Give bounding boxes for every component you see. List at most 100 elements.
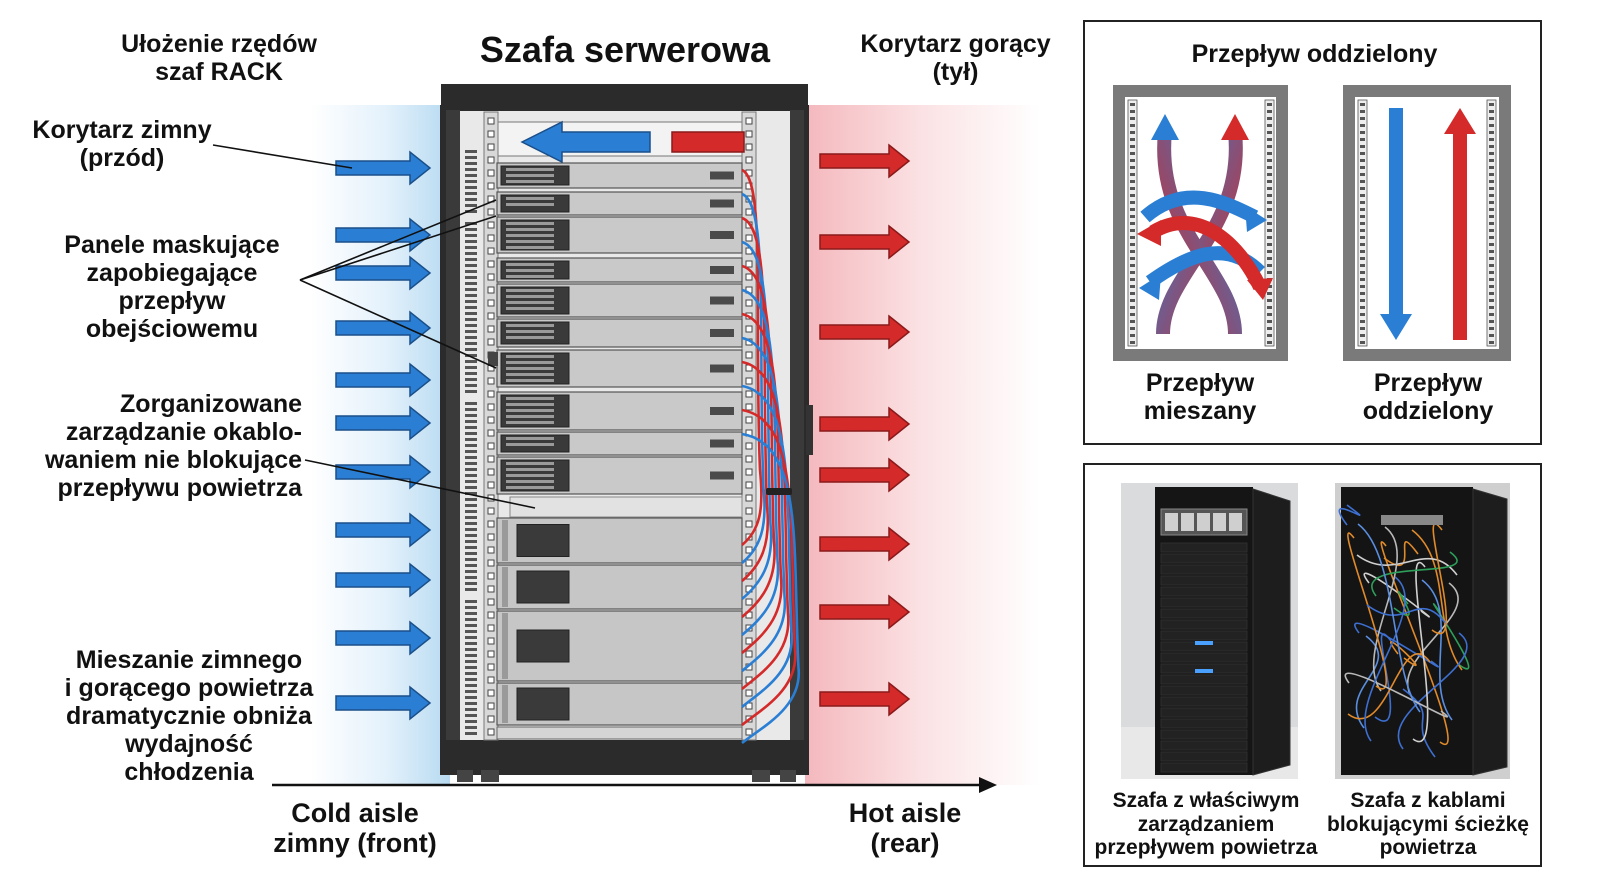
front-vent-slot xyxy=(465,210,477,213)
messy-cable xyxy=(1421,579,1453,721)
rail-hole xyxy=(487,182,495,190)
front-vent-slot xyxy=(465,348,477,351)
front-vent-slot xyxy=(465,174,477,177)
drive-slot xyxy=(506,269,554,272)
mixed-rack-rails xyxy=(1127,99,1275,347)
pointer-blanking-3 xyxy=(299,279,497,369)
front-vent-slot xyxy=(465,240,477,243)
good-rack-caption: Szafa z właściwym zarządzaniem przepływe… xyxy=(1094,789,1318,860)
front-vent-slot xyxy=(465,306,477,309)
mini-rail-hole xyxy=(1267,313,1272,316)
drive-slot xyxy=(506,336,554,339)
mini-rail-hole xyxy=(1360,194,1365,197)
rack-foot-left2 xyxy=(481,770,499,782)
rear-cable xyxy=(741,360,790,690)
front-vent-slot xyxy=(465,336,477,339)
front-vent-slot xyxy=(465,426,477,429)
mini-rail-hole xyxy=(1267,222,1272,225)
photo-blank-panel xyxy=(1160,762,1248,773)
front-vent-slot xyxy=(465,702,477,705)
rack-left-post xyxy=(446,110,460,770)
mixed-head-6 xyxy=(1137,220,1161,246)
mini-rail-hole xyxy=(1130,264,1135,267)
airflow-comparison-panel: Przepływ oddzielony xyxy=(1083,20,1542,445)
page-title: Szafa serwerowa xyxy=(479,29,771,70)
rack-photos xyxy=(1121,483,1510,779)
internal-hot-bar xyxy=(671,131,745,153)
mixed-arrow-2 xyxy=(1157,131,1242,335)
mini-rail-hole xyxy=(1130,194,1135,197)
rail-hole xyxy=(745,481,753,489)
rail-hole xyxy=(487,169,495,177)
rear-cable xyxy=(741,408,797,726)
photo-blank-panel xyxy=(1160,674,1248,685)
drive-slot xyxy=(506,468,554,471)
front-vent-slot xyxy=(465,588,477,591)
front-vent-slot xyxy=(465,570,477,573)
hot-air-arrow xyxy=(819,143,911,179)
mini-rail-hole xyxy=(1130,243,1135,246)
hot-air-arrow xyxy=(819,406,911,442)
rail-hole xyxy=(487,637,495,645)
front-vent-slot xyxy=(465,204,477,207)
messy-cable xyxy=(1357,523,1421,713)
server-rack xyxy=(440,84,813,782)
mini-rail-hole xyxy=(1489,159,1494,162)
mini-rail-hole xyxy=(1130,257,1135,260)
messy-cable xyxy=(1364,576,1406,742)
mini-rail-hole xyxy=(1489,180,1494,183)
internal-cold-arrow xyxy=(520,120,651,164)
rail-hole xyxy=(745,546,753,554)
separated-rack-rails xyxy=(1357,99,1497,347)
drive-slot xyxy=(506,324,554,327)
rail-hole xyxy=(745,143,753,151)
server-port xyxy=(710,329,734,337)
front-vent-slot xyxy=(465,186,477,189)
mixed-head-5 xyxy=(1247,278,1273,300)
mini-rail-hole xyxy=(1489,250,1494,253)
front-vent-slot xyxy=(465,528,477,531)
mini-rail-hole xyxy=(1489,341,1494,344)
rail-hole xyxy=(745,208,753,216)
mini-rail-hole xyxy=(1360,138,1365,141)
cold-air-arrow xyxy=(335,150,432,186)
hot-air-arrow xyxy=(819,224,911,260)
rack-foot-left xyxy=(457,770,473,782)
rail-hole xyxy=(487,260,495,268)
mini-rail-hole xyxy=(1267,138,1272,141)
front-vent-slot xyxy=(465,150,477,153)
mini-rail-hole xyxy=(1130,159,1135,162)
cold-air-arrow xyxy=(335,562,432,598)
mini-rail-hole xyxy=(1130,334,1135,337)
drive-slot xyxy=(506,301,554,304)
front-vent-slot xyxy=(465,246,477,249)
mini-rail-hole xyxy=(1130,124,1135,127)
mini-rail-hole xyxy=(1267,306,1272,309)
drive-slot xyxy=(506,361,554,364)
mixed-flow-caption: Przepływ mieszany xyxy=(1143,369,1257,425)
rail-hole xyxy=(487,130,495,138)
rail-hole xyxy=(745,156,753,164)
mini-rail-hole xyxy=(1130,292,1135,295)
pointer-blanking-2 xyxy=(299,215,497,281)
front-vent-slot xyxy=(465,384,477,387)
rail-hole xyxy=(745,234,753,242)
front-vent-slot xyxy=(465,606,477,609)
front-vent-slot xyxy=(465,582,477,585)
mixed-arrow-3 xyxy=(1140,190,1259,224)
mini-rail-hole xyxy=(1360,173,1365,176)
front-vent-slot xyxy=(465,162,477,165)
mini-rail-hole xyxy=(1360,250,1365,253)
mini-rail-hole xyxy=(1130,250,1135,253)
photo-blank-panel xyxy=(1160,729,1248,740)
mini-rail-hole xyxy=(1267,257,1272,260)
front-vent-slot xyxy=(465,462,477,465)
mini-rail-hole xyxy=(1130,306,1135,309)
separated-hot-head xyxy=(1444,108,1476,134)
mini-rail-hole xyxy=(1360,159,1365,162)
mini-rail-hole xyxy=(1267,215,1272,218)
rail-hole xyxy=(745,637,753,645)
messy-cable xyxy=(1402,688,1436,758)
mixed-head-4 xyxy=(1139,274,1161,300)
photo-blank-panel xyxy=(1160,630,1248,641)
